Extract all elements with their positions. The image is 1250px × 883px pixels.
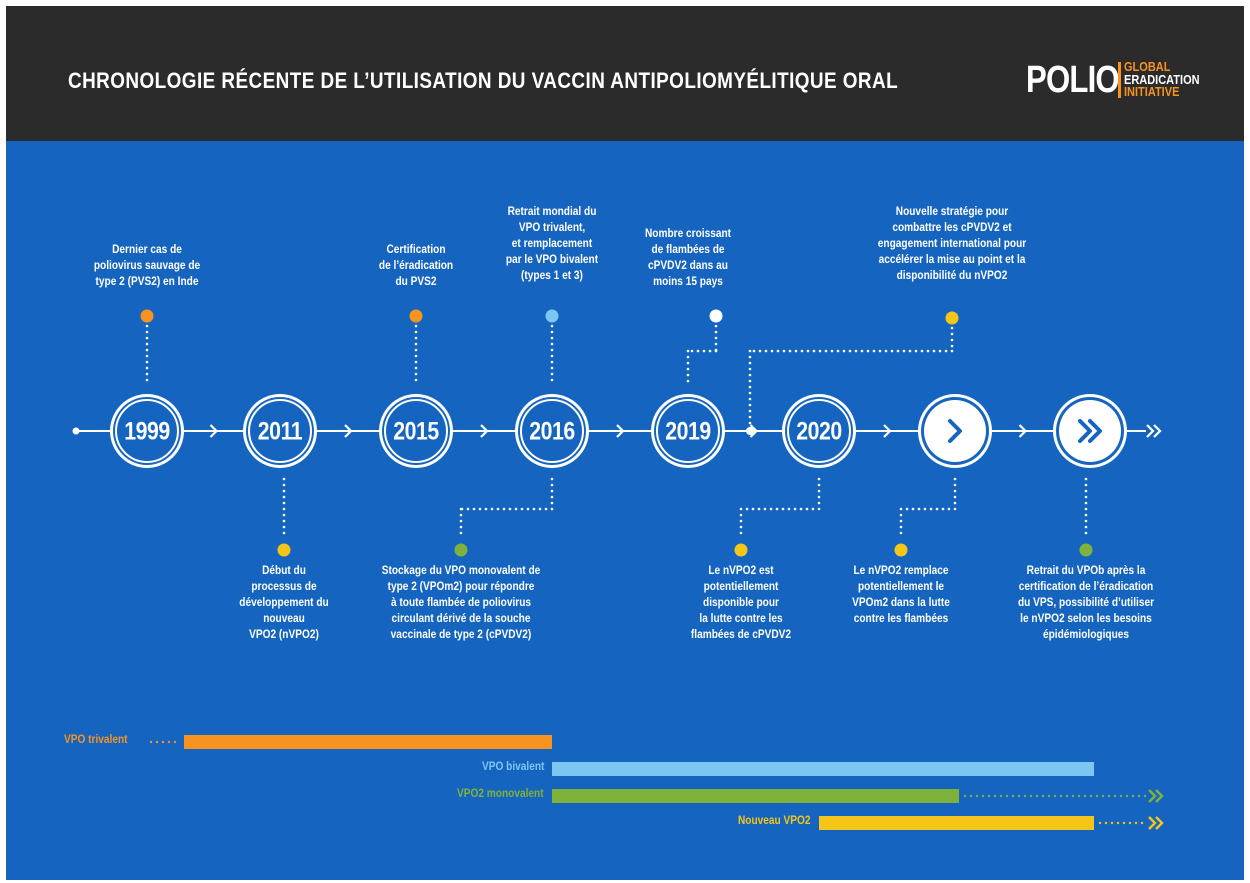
bar-light_blue (552, 762, 1094, 776)
end-arrow-icon (1146, 424, 1155, 438)
event-dot-yellow (734, 543, 748, 557)
node-inner (115, 399, 179, 463)
end-arrow-icon (1153, 424, 1162, 438)
bar-end-arrow-icon (1155, 816, 1164, 830)
event-dot-white (709, 309, 723, 323)
bar-green (552, 789, 959, 803)
bar-orange (184, 735, 552, 749)
event-dot-green (454, 543, 468, 557)
arrow-head-icon (616, 424, 625, 438)
year-label-2016: 2016 (529, 417, 575, 446)
bar-end-arrow-icon (1155, 789, 1164, 803)
year-label-2015: 2015 (393, 417, 439, 446)
bar-end-arrow-icon (1148, 789, 1157, 803)
bar-label-yellow: Nouveau VPO2 (738, 815, 811, 827)
node-inner (656, 399, 720, 463)
event-dot-orange (409, 309, 423, 323)
event-dot-yellow (277, 543, 291, 557)
bar-yellow (819, 816, 1094, 830)
year-label-2011: 2011 (257, 417, 303, 446)
arrow-head-icon (209, 424, 219, 438)
arrow-head-icon (480, 424, 489, 438)
event-dot-light_blue (545, 309, 559, 323)
event-dot-yellow (945, 311, 959, 325)
bar-label-orange: VPO trivalent (64, 734, 128, 746)
bar-end-arrow-icon (1148, 816, 1157, 830)
node-inner (787, 399, 851, 463)
junction-dot (746, 427, 754, 435)
double-chevron-right-icon (1078, 419, 1092, 443)
arrow-head-icon (883, 424, 892, 438)
logo-divider (1118, 62, 1121, 98)
arrow-head-icon (749, 424, 759, 438)
node-inner (384, 399, 448, 463)
year-label-2020: 2020 (796, 417, 842, 446)
arrow-head-icon (344, 424, 353, 438)
chevron-right-icon (948, 419, 962, 443)
year-label-1999: 1999 (124, 417, 170, 446)
timeline-start-dot (72, 427, 80, 435)
page-title: CHRONOLOGIE RÉCENTE DE L’UTILISATION DU … (68, 68, 899, 93)
bar-label-green: VPO2 monovalent (457, 788, 544, 800)
arrow-head-icon (1018, 424, 1028, 438)
node-inner (520, 399, 584, 463)
logo-line-1: GLOBAL (1124, 60, 1171, 74)
header-bar: CHRONOLOGIE RÉCENTE DE L’UTILISATION DU … (6, 6, 1244, 141)
year-label-2019: 2019 (665, 417, 711, 446)
logo-word: POLIO (1026, 59, 1120, 101)
bar-label-light_blue: VPO bivalent (481, 761, 544, 773)
event-dot-yellow (894, 543, 908, 557)
timeline-diagram (72, 309, 1164, 830)
logo-line-2: ERADICATION (1124, 72, 1200, 87)
event-dot-green (1079, 543, 1093, 557)
logo-text: GLOBAL ERADICATION INITIATIVE (1124, 61, 1200, 99)
node-inner (248, 399, 312, 463)
node-inner (924, 400, 986, 462)
double-chevron-right-icon (1088, 419, 1102, 443)
event-dot-orange (140, 309, 154, 323)
logo-line-3: INITIATIVE (1124, 85, 1180, 99)
